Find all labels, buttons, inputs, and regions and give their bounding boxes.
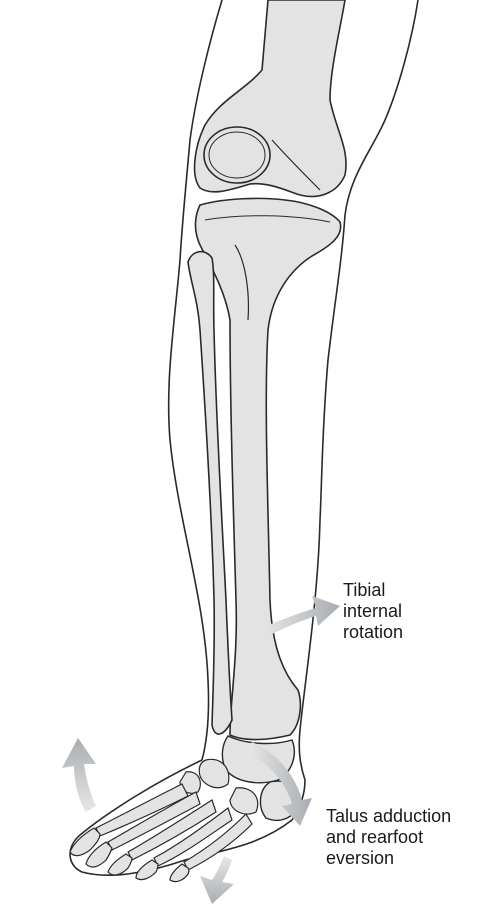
phalanx-3 xyxy=(108,854,132,875)
tibial-rotation-arrow xyxy=(262,596,340,636)
phalanx-5 xyxy=(170,864,189,882)
cuboid-bone xyxy=(230,788,258,814)
talus-adduction-line-1: Talus adduction xyxy=(326,806,451,827)
tibial-rotation-line-2: internal xyxy=(343,601,403,622)
phalanx-4 xyxy=(136,860,158,880)
fibula-bone xyxy=(188,252,232,734)
patella-bone xyxy=(204,127,270,183)
talus-adduction-line-2: and rearfoot xyxy=(326,827,451,848)
forefoot-down-arrow xyxy=(200,856,234,904)
tibial-rotation-line-1: Tibial xyxy=(343,580,403,601)
tibial-rotation-line-3: rotation xyxy=(343,622,403,643)
tibial-rotation-label: Tibial internal rotation xyxy=(343,580,403,643)
talus-adduction-label: Talus adduction and rearfoot eversion xyxy=(326,806,451,869)
talus-adduction-line-3: eversion xyxy=(326,848,451,869)
forefoot-up-arrow xyxy=(62,738,96,812)
